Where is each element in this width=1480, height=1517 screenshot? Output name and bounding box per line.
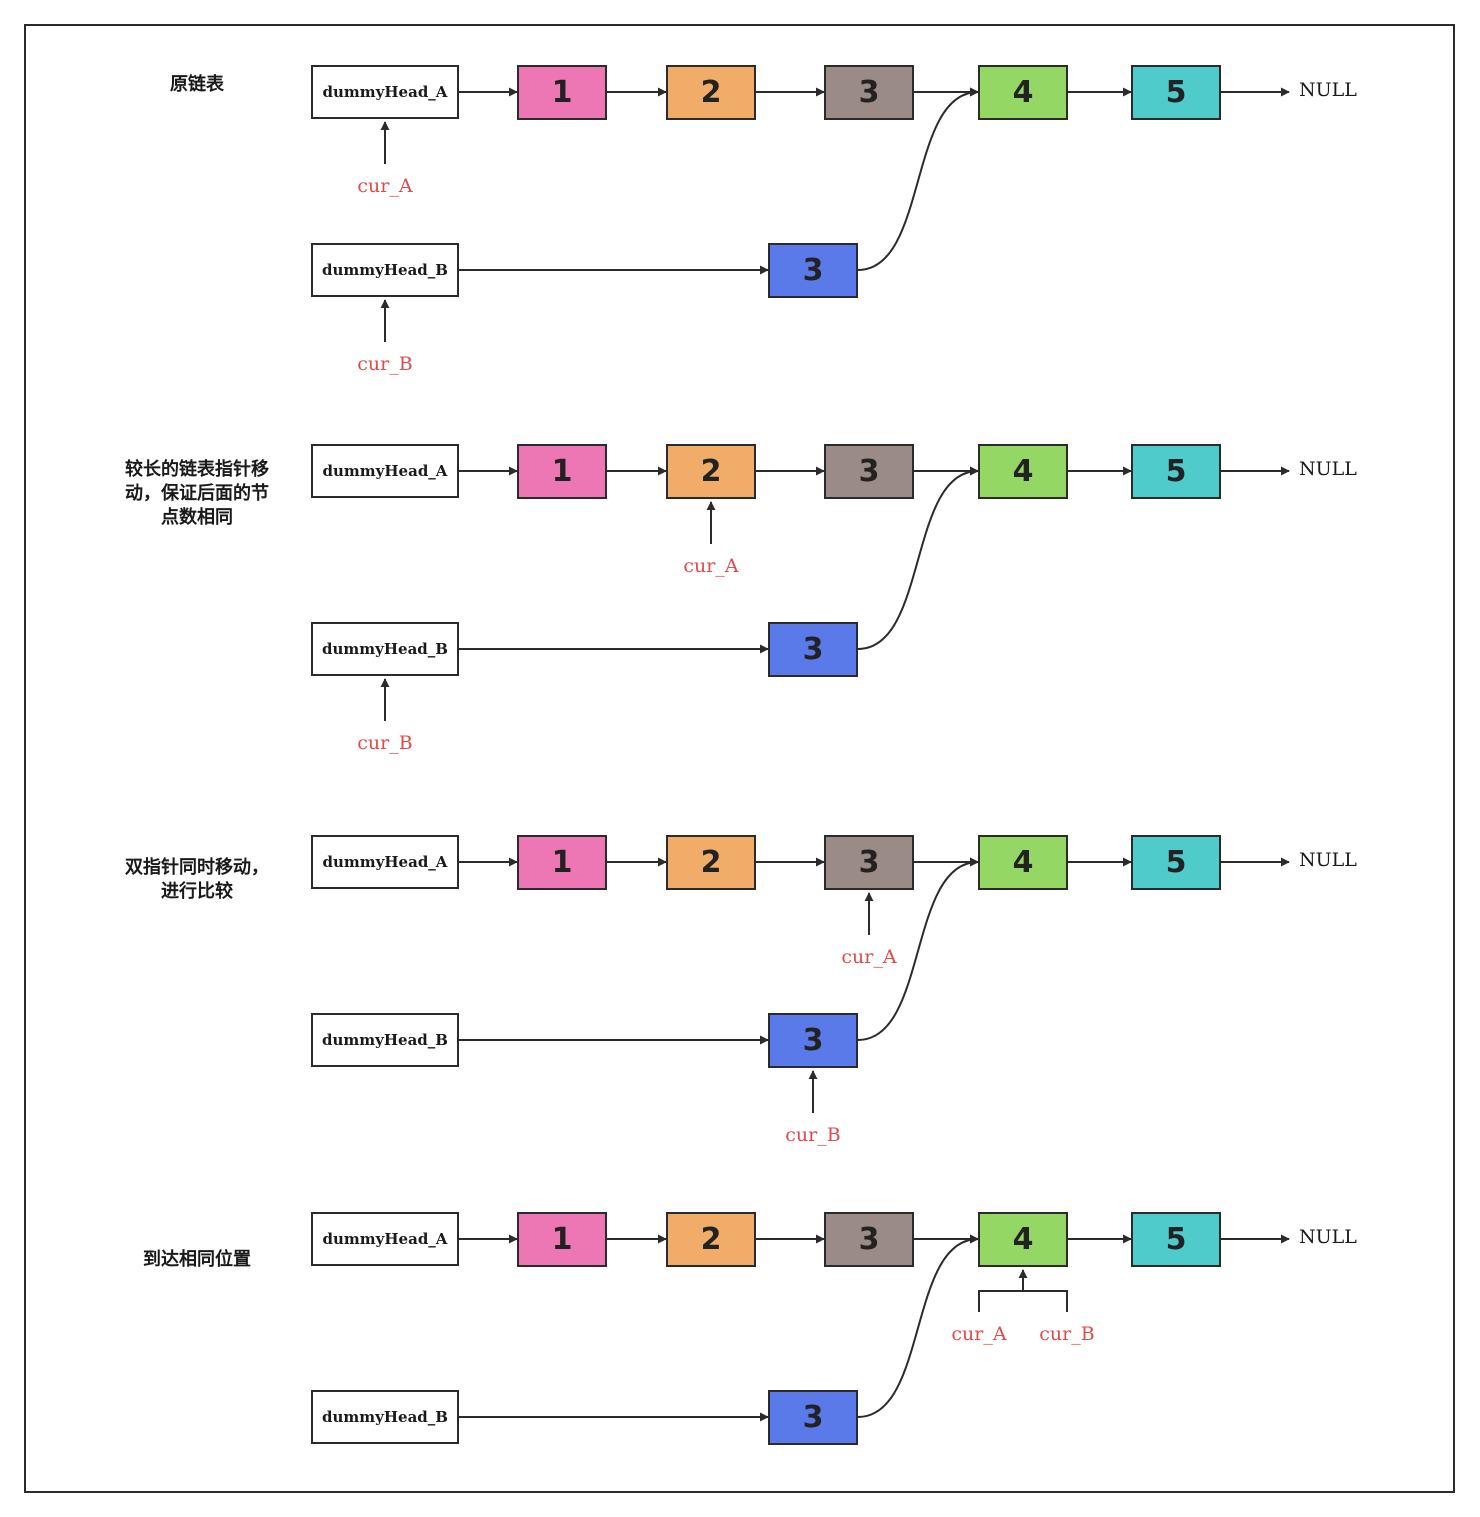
node-1: 1 <box>517 1212 607 1267</box>
shared-pointer-bracket <box>978 1290 1068 1312</box>
cur-a-label: cur_A <box>357 175 413 197</box>
null-label: NULL <box>1299 1226 1357 1248</box>
dummy-head-a: dummyHead_A <box>311 835 459 889</box>
node-b-3: 3 <box>768 1390 858 1445</box>
node-1: 1 <box>517 444 607 499</box>
null-label: NULL <box>1299 849 1357 871</box>
stage-label: 原链表 <box>170 74 224 95</box>
node-b-3: 3 <box>768 1013 858 1068</box>
dummy-head-b: dummyHead_B <box>311 1013 459 1067</box>
node-b-3: 3 <box>768 622 858 677</box>
dummy-head-b: dummyHead_B <box>311 622 459 676</box>
node-4: 4 <box>978 65 1068 120</box>
node-3: 3 <box>824 65 914 120</box>
node-2: 2 <box>666 444 756 499</box>
stage-label: 到达相同位置 <box>143 1249 251 1270</box>
null-label: NULL <box>1299 458 1357 480</box>
node-3: 3 <box>824 835 914 890</box>
node-3: 3 <box>824 1212 914 1267</box>
node-2: 2 <box>666 65 756 120</box>
node-2: 2 <box>666 835 756 890</box>
arrow-node-b-3-to-node-4 <box>857 1234 979 1418</box>
dummy-head-b: dummyHead_B <box>311 243 459 297</box>
arrow-node-b-3-to-node-4 <box>857 466 979 650</box>
node-b-3: 3 <box>768 243 858 298</box>
node-3: 3 <box>824 444 914 499</box>
cur-b-label: cur_B <box>357 353 413 375</box>
dummy-head-a: dummyHead_A <box>311 444 459 498</box>
dummy-head-b: dummyHead_B <box>311 1390 459 1444</box>
node-2: 2 <box>666 1212 756 1267</box>
node-5: 5 <box>1131 65 1221 120</box>
arrow-node-b-3-to-node-4 <box>857 87 979 271</box>
arrow-node-b-3-to-node-4 <box>857 857 979 1041</box>
node-1: 1 <box>517 65 607 120</box>
cur-b-label: cur_B <box>1039 1323 1095 1345</box>
node-4: 4 <box>978 444 1068 499</box>
node-5: 5 <box>1131 835 1221 890</box>
dummy-head-a: dummyHead_A <box>311 1212 459 1266</box>
null-label: NULL <box>1299 79 1357 101</box>
stage-label: 双指针同时移动， 进行比较 <box>125 857 269 902</box>
diagram-frame <box>24 24 1455 1493</box>
cur-b-label: cur_B <box>785 1124 841 1146</box>
node-5: 5 <box>1131 1212 1221 1267</box>
node-1: 1 <box>517 835 607 890</box>
cur-b-label: cur_B <box>357 732 413 754</box>
stage-label: 较长的链表指针移 动，保证后面的节 点数相同 <box>125 459 269 528</box>
node-4: 4 <box>978 1212 1068 1267</box>
node-5: 5 <box>1131 444 1221 499</box>
node-4: 4 <box>978 835 1068 890</box>
cur-a-label: cur_A <box>683 555 739 577</box>
dummy-head-a: dummyHead_A <box>311 65 459 119</box>
cur-a-label: cur_A <box>951 1323 1007 1345</box>
cur-a-label: cur_A <box>841 946 897 968</box>
